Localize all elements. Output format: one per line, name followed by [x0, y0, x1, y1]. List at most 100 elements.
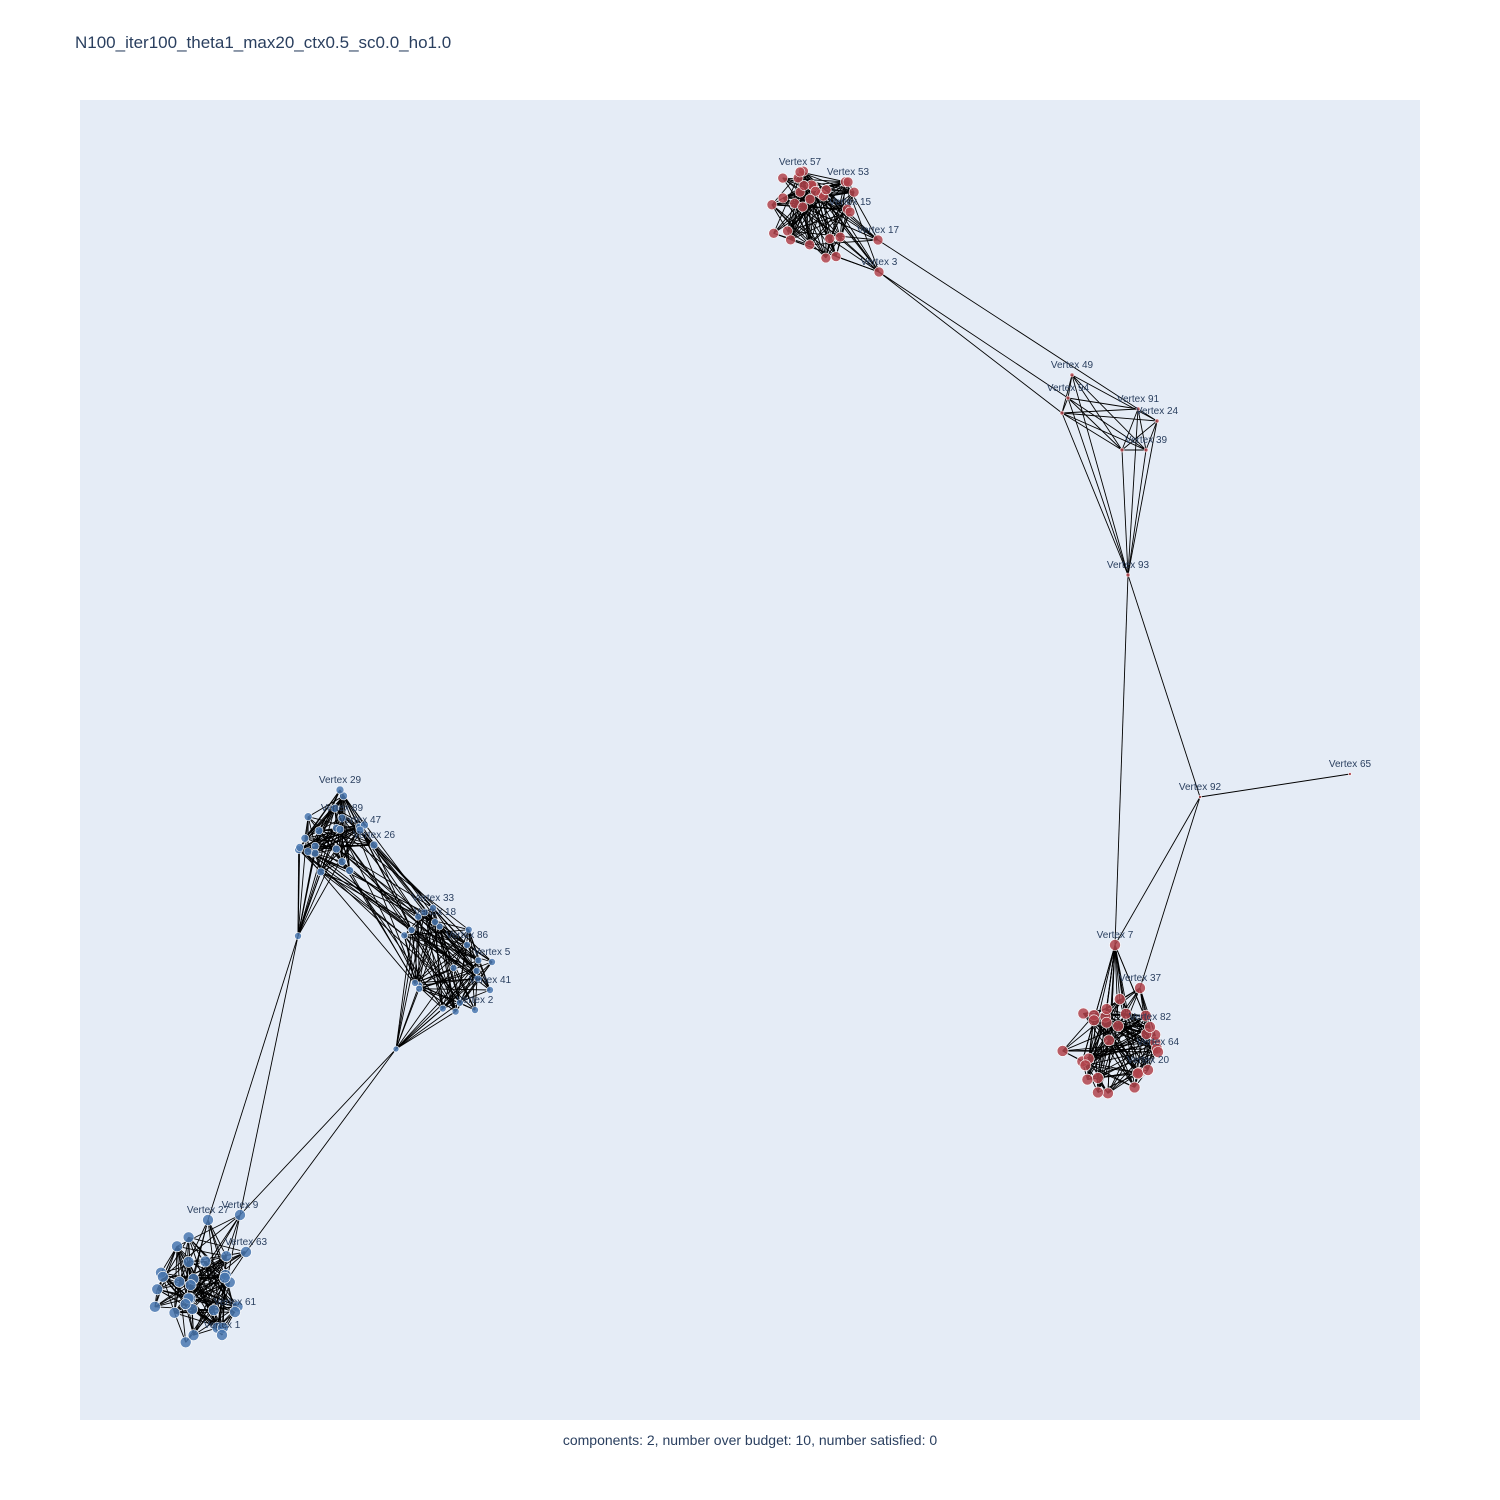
vertex-node[interactable] — [184, 1279, 197, 1291]
vertex-node[interactable] — [415, 984, 424, 993]
vertex-node[interactable] — [216, 1329, 228, 1341]
vertex-node[interactable] — [392, 1045, 400, 1053]
vertex-node[interactable] — [1139, 1009, 1152, 1022]
vertex-node[interactable] — [449, 964, 458, 972]
vertex-node[interactable] — [1152, 1046, 1164, 1058]
vertex-node[interactable] — [1069, 372, 1075, 378]
vertex-node[interactable] — [207, 1304, 220, 1316]
vertex-node[interactable] — [1092, 1072, 1104, 1084]
vertex-node[interactable] — [335, 825, 345, 834]
vertex-node[interactable] — [451, 1007, 460, 1016]
vertex-node[interactable] — [1114, 993, 1126, 1005]
vertex-node[interactable] — [785, 234, 796, 246]
vertex-node[interactable] — [182, 1256, 195, 1268]
vertex-node[interactable] — [820, 252, 832, 264]
vertex-node[interactable] — [1120, 1008, 1132, 1020]
vertex-node[interactable] — [848, 186, 860, 198]
vertex-node[interactable] — [1081, 1073, 1094, 1086]
vertex-node[interactable] — [332, 844, 341, 854]
vertex-node[interactable] — [1100, 1016, 1113, 1029]
vertex-node[interactable] — [474, 974, 482, 983]
vertex-node[interactable] — [1088, 1014, 1100, 1027]
vertex-node[interactable] — [782, 225, 793, 237]
vertex-node[interactable] — [1134, 982, 1146, 994]
vertex-node[interactable] — [303, 847, 313, 856]
vertex-node[interactable] — [1142, 1064, 1154, 1076]
vertex-node[interactable] — [1102, 1087, 1114, 1100]
vertex-node[interactable] — [337, 813, 347, 823]
vertex-node[interactable] — [794, 166, 806, 178]
vertex-node[interactable] — [182, 1231, 195, 1244]
vertex-node[interactable] — [768, 227, 780, 239]
vertex-node[interactable] — [1348, 772, 1352, 776]
vertex-node[interactable] — [411, 979, 419, 987]
vertex-node[interactable] — [316, 867, 326, 877]
vertex-node[interactable] — [335, 785, 345, 795]
vertex-node[interactable] — [1112, 1020, 1124, 1032]
vertex-node[interactable] — [369, 840, 379, 850]
vertex-node[interactable] — [400, 931, 409, 940]
vertex-node[interactable] — [1077, 1007, 1090, 1020]
vertex-node[interactable] — [834, 231, 846, 243]
vertex-node[interactable] — [303, 812, 313, 822]
vertex-node[interactable] — [337, 857, 347, 867]
vertex-node[interactable] — [474, 956, 483, 965]
vertex-node[interactable] — [488, 958, 496, 966]
vertex-node[interactable] — [830, 251, 842, 262]
vertex-node[interactable] — [314, 826, 324, 836]
vertex-node[interactable] — [414, 912, 423, 921]
vertex-node[interactable] — [486, 986, 494, 994]
vertex-node[interactable] — [429, 904, 437, 912]
vertex-node[interactable] — [149, 1301, 161, 1313]
vertex-node[interactable] — [435, 922, 444, 931]
vertex-node[interactable] — [804, 239, 815, 251]
vertex-node[interactable] — [431, 918, 439, 926]
vertex-node[interactable] — [844, 206, 856, 218]
vertex-node[interactable] — [820, 184, 832, 196]
vertex-node[interactable] — [1119, 447, 1125, 453]
vertex-node[interactable] — [471, 1006, 479, 1014]
vertex-node[interactable] — [173, 1276, 186, 1288]
vertex-node[interactable] — [1079, 1059, 1092, 1072]
vertex-node[interactable] — [345, 866, 354, 875]
vertex-node[interactable] — [873, 266, 885, 278]
vertex-node[interactable] — [798, 180, 810, 191]
vertex-node[interactable] — [157, 1271, 169, 1283]
vertex-node[interactable] — [810, 185, 821, 197]
vertex-node[interactable] — [1065, 395, 1071, 401]
vertex-node[interactable] — [295, 843, 305, 852]
vertex-node[interactable] — [472, 967, 481, 975]
vertex-node[interactable] — [300, 834, 310, 843]
vertex-node[interactable] — [1100, 1003, 1113, 1015]
vertex-node[interactable] — [1103, 1034, 1115, 1047]
vertex-node[interactable] — [234, 1209, 246, 1221]
vertex-node[interactable] — [187, 1329, 200, 1342]
vertex-node[interactable] — [463, 941, 471, 949]
vertex-node[interactable] — [1144, 1021, 1156, 1033]
vertex-node[interactable] — [420, 908, 429, 917]
vertex-node[interactable] — [168, 1307, 181, 1319]
vertex-node[interactable] — [171, 1240, 183, 1253]
vertex-node[interactable] — [220, 1250, 233, 1263]
vertex-node[interactable] — [1059, 410, 1065, 416]
vertex-node[interactable] — [842, 176, 854, 188]
vertex-node[interactable] — [229, 1306, 241, 1318]
vertex-node[interactable] — [777, 192, 789, 204]
vertex-node[interactable] — [179, 1298, 192, 1310]
vertex-node[interactable] — [438, 1004, 447, 1013]
vertex-node[interactable] — [355, 825, 365, 835]
vertex-node[interactable] — [1128, 1081, 1141, 1094]
vertex-node[interactable] — [766, 199, 778, 211]
vertex-node[interactable] — [310, 848, 320, 858]
vertex-node[interactable] — [464, 925, 473, 934]
vertex-node[interactable] — [1132, 1067, 1144, 1080]
vertex-node[interactable] — [804, 193, 816, 205]
vertex-node[interactable] — [872, 234, 884, 246]
vertex-node[interactable] — [219, 1271, 231, 1284]
vertex-node[interactable] — [1092, 1086, 1104, 1099]
vertex-node[interactable] — [202, 1214, 214, 1226]
vertex-node[interactable] — [1056, 1045, 1069, 1057]
vertex-node[interactable] — [797, 201, 808, 213]
vertex-node[interactable] — [824, 233, 836, 244]
vertex-node[interactable] — [1143, 447, 1149, 453]
